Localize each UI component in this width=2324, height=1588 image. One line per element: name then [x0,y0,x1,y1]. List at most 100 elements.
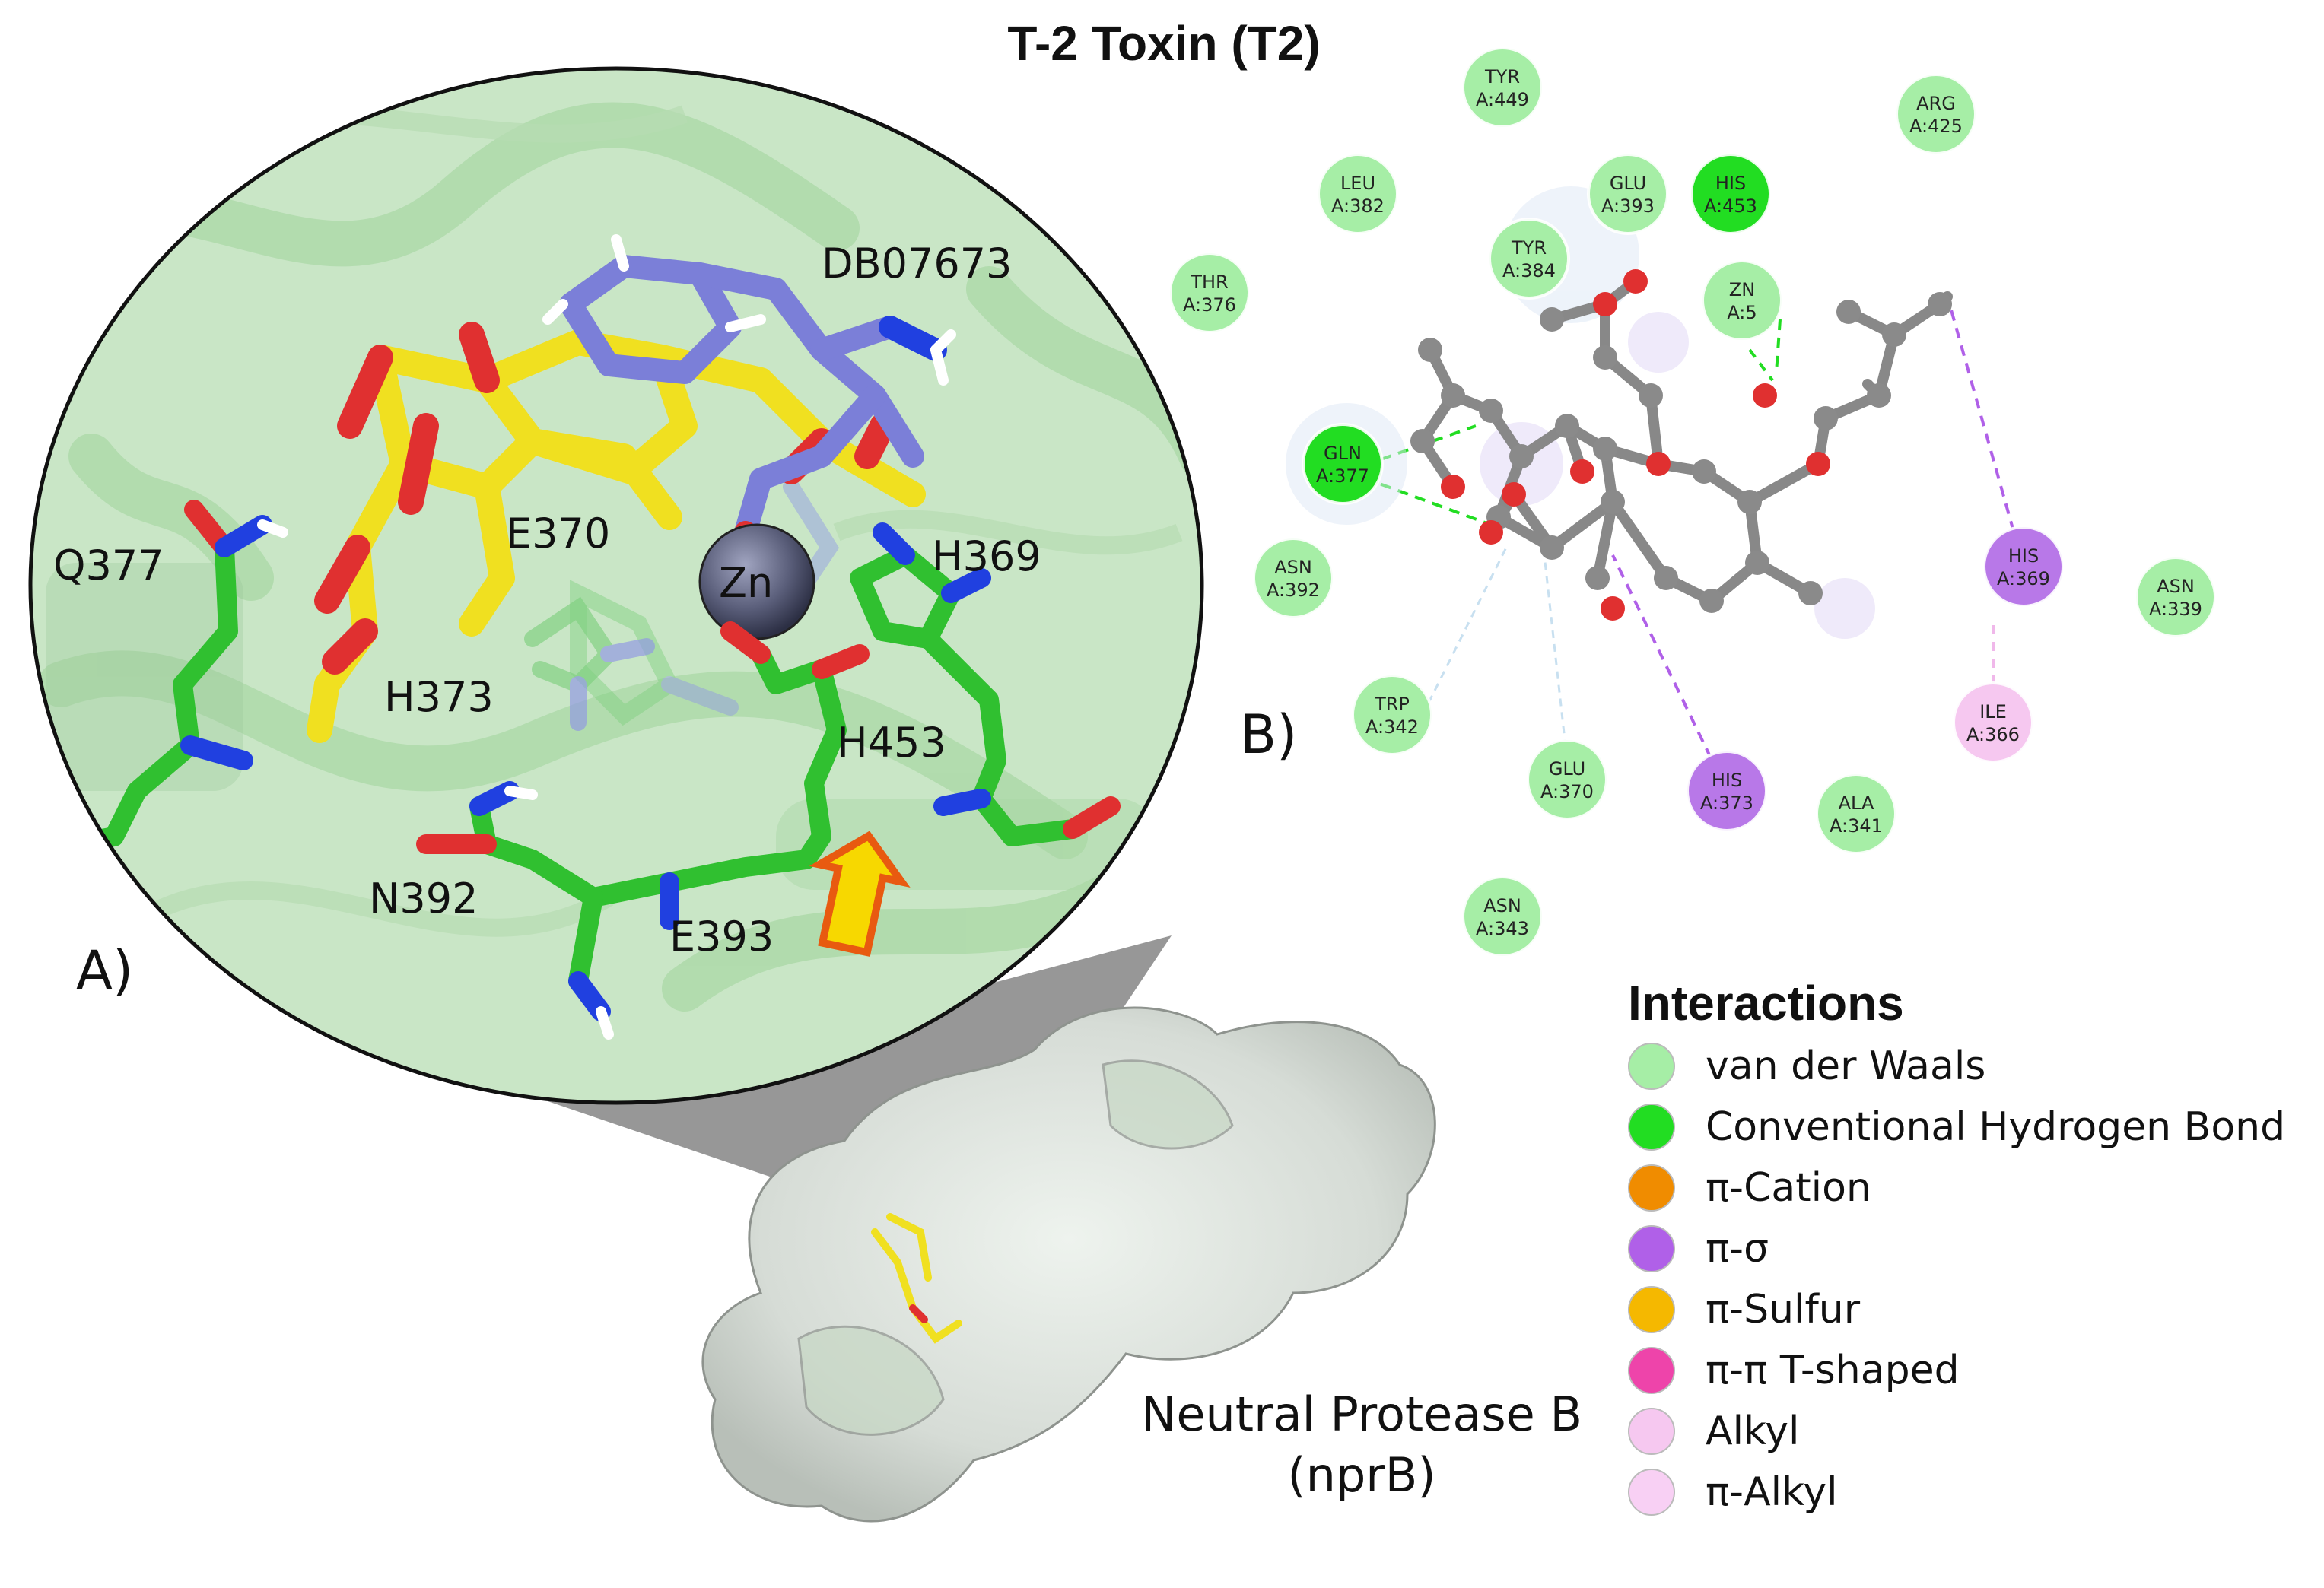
legend-label: Conventional Hydrogen Bond [1706,1104,2286,1150]
surface-ligand [871,1213,962,1344]
legend-label: π-Alkyl [1706,1469,1838,1515]
residue-node-name: HIS [1715,173,1746,194]
residue-node-name: ASN [1274,557,1312,578]
ligand-db07673-label: DB07673 [822,240,1013,287]
legend-item: van der Waals [1628,1036,2313,1097]
legend-swatch [1628,1164,1675,1212]
legend-label: van der Waals [1706,1043,1986,1089]
residue-node-id: A:376 [1183,294,1236,316]
residue-node-id: A:393 [1601,195,1655,217]
residue-node-id: A:366 [1966,724,2020,745]
residue-node-name: TRP [1374,694,1410,715]
residue-node-name: GLU [1610,173,1646,194]
legend-label: Alkyl [1706,1409,1800,1454]
ligand-db07673-sticks [542,234,956,574]
legend-swatch [1628,1043,1675,1090]
residue-node-circle [1982,526,2065,608]
zoom-oval-border [28,66,1204,1105]
residue-e370-label: E370 [506,510,611,557]
residue-node-circle [1952,681,2034,764]
residue-node-circle [1252,537,1334,619]
residue-node-name: ARG [1916,93,1956,114]
residue-node-name: HIS [1712,770,1742,791]
figure-title: T-2 Toxin (T2) [1007,16,1321,71]
residue-node-id: A:382 [1331,195,1385,217]
residue-node-id: A:370 [1540,781,1594,802]
residue-node-zn-5: ZNA:5 [1701,259,1783,341]
residue-node-id: A:5 [1727,302,1757,323]
residue-n392-label: N392 [369,875,478,923]
residue-node-name: ASN [1483,895,1521,916]
residue-node-name: ALA [1839,792,1874,814]
residue-node-circle [1168,252,1251,334]
legend-item: Alkyl [1628,1401,2313,1462]
legend-swatch [1628,1347,1675,1394]
residue-node-circle [1351,674,1433,756]
residue-node-name: GLU [1549,758,1585,780]
highlight-arrow [809,831,911,958]
residue-node-id: A:342 [1365,716,1419,738]
residue-node-circle [1526,738,1608,821]
residue-node-circle [1461,875,1544,958]
zinc-label: Zn [719,559,774,607]
residue-node-id: A:453 [1704,195,1757,217]
residue-node-circle [1701,259,1783,341]
residue-node-circle [1302,423,1384,505]
residue-node-circle [1895,73,1977,155]
residue-node-id: A:341 [1830,815,1883,837]
residue-node-id: A:449 [1476,89,1529,110]
legend-title: Interactions [1628,976,1904,1031]
legend-label: π-Sulfur [1706,1287,1861,1332]
legend-label: π-π T-shaped [1706,1348,1960,1393]
legend-item: π-π T-shaped [1628,1340,2313,1401]
residue-q377-sticks [62,500,288,854]
panel-a-zoom-view [30,68,1202,1103]
residue-node-id: A:339 [2149,599,2202,620]
interaction-lines [1346,296,2025,792]
protein-name: Neutral Protease B [1140,1386,1583,1442]
protein-abbrev: (nprB) [1287,1447,1436,1503]
residue-node-circle [1686,750,1768,832]
legend-label: π-Cation [1706,1165,1871,1211]
residue-q377-label: Q377 [53,542,164,589]
residue-h373-label: H373 [384,673,494,721]
legend-swatch [1628,1469,1675,1516]
ligand-t2-sticks [307,322,926,743]
legend-item: π-σ [1628,1218,2313,1279]
panel-b-label: B) [1240,703,1298,766]
residue-e393-label: E393 [669,913,774,961]
residue-node-name: ILE [1979,701,2007,723]
legend-swatch [1628,1225,1675,1272]
residue-node-circle [2135,556,2217,638]
residue-node-circle [1317,153,1399,235]
residue-node-name: ASN [2157,576,2195,597]
residue-node-name: HIS [2008,545,2039,567]
legend-swatch [1628,1408,1675,1455]
residue-node-circle [1690,153,1772,235]
interaction-halos [1286,186,1875,639]
residue-n392-sticks [416,781,603,907]
residue-node-id: A:425 [1909,116,1963,137]
residue-node-id: A:377 [1316,465,1369,487]
t2-atoms [1410,269,1952,621]
residue-node-id: A:343 [1476,918,1529,939]
residue-node-name: TYR [1511,237,1547,259]
